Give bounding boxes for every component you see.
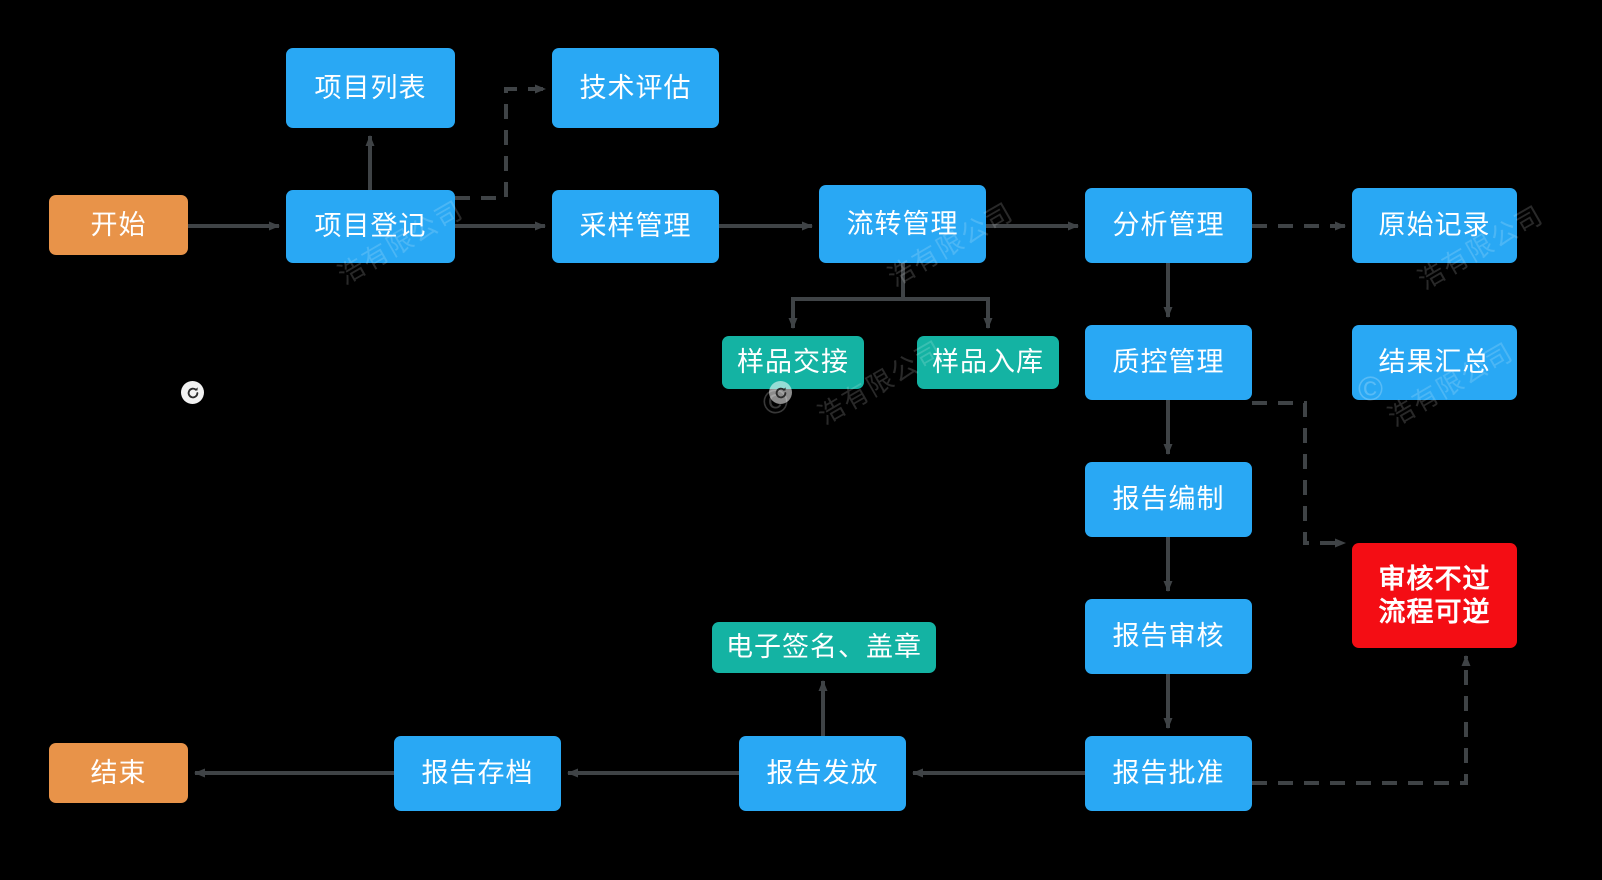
node-transfer[interactable]: 流转管理	[819, 185, 986, 263]
node-esign[interactable]: 电子签名、盖章	[712, 622, 936, 673]
node-label-sampling: 采样管理	[579, 211, 692, 242]
node-label-storage: 样品入库	[932, 347, 1044, 378]
node-label-proj_reg: 项目登记	[314, 211, 427, 242]
node-sampling[interactable]: 采样管理	[552, 190, 719, 263]
edge-transfer-to-handover	[788, 263, 905, 329]
node-label-report_rel: 报告发放	[766, 758, 879, 789]
node-label-report_arch: 报告存档	[421, 758, 534, 789]
node-label-start: 开始	[90, 209, 147, 240]
node-label-tech_eval: 技术评估	[579, 72, 692, 103]
node-report_arch[interactable]: 报告存档	[394, 736, 561, 811]
node-label-end: 结束	[90, 757, 147, 788]
edge-qc-to-review-fail-dashed	[1252, 401, 1346, 548]
node-handover[interactable]: 样品交接	[722, 336, 864, 389]
node-label-review_fail: 审核不过 流程可逆	[1378, 563, 1491, 627]
node-analysis[interactable]: 分析管理	[1085, 188, 1252, 263]
node-qc[interactable]: 质控管理	[1085, 325, 1252, 400]
node-start[interactable]: 开始	[49, 195, 188, 255]
node-report_rel[interactable]: 报告发放	[739, 736, 906, 811]
node-label-proj_list: 项目列表	[314, 72, 427, 103]
node-label-qc: 质控管理	[1112, 347, 1225, 378]
node-label-analysis: 分析管理	[1112, 210, 1225, 241]
node-label-report_appr: 报告批准	[1112, 758, 1225, 789]
node-report_make[interactable]: 报告编制	[1085, 462, 1252, 537]
node-report_rev[interactable]: 报告审核	[1085, 599, 1252, 674]
refresh-icon[interactable]	[181, 381, 204, 404]
edge-report-appr-to-review-fail-dashed	[1252, 655, 1471, 785]
node-label-raw_record: 原始记录	[1378, 210, 1491, 241]
node-label-esign: 电子签名、盖章	[726, 632, 922, 663]
node-summary[interactable]: 结果汇总	[1352, 325, 1517, 400]
node-storage[interactable]: 样品入库	[917, 336, 1059, 389]
node-label-report_make: 报告编制	[1112, 484, 1225, 515]
node-label-summary: 结果汇总	[1378, 347, 1491, 378]
node-raw_record[interactable]: 原始记录	[1352, 188, 1517, 263]
node-label-handover: 样品交接	[737, 347, 849, 378]
node-tech_eval[interactable]: 技术评估	[552, 48, 719, 128]
node-proj_list[interactable]: 项目列表	[286, 48, 455, 128]
refresh-icon[interactable]	[769, 381, 792, 404]
node-label-report_rev: 报告审核	[1112, 621, 1225, 652]
node-proj_reg[interactable]: 项目登记	[286, 190, 455, 263]
edge-proj-reg-to-tech-eval-dashed	[455, 84, 546, 200]
node-label-transfer: 流转管理	[846, 208, 959, 239]
edge-transfer-to-storage	[903, 297, 993, 329]
node-review_fail[interactable]: 审核不过 流程可逆	[1352, 543, 1517, 648]
node-end[interactable]: 结束	[49, 743, 188, 803]
node-report_appr[interactable]: 报告批准	[1085, 736, 1252, 811]
